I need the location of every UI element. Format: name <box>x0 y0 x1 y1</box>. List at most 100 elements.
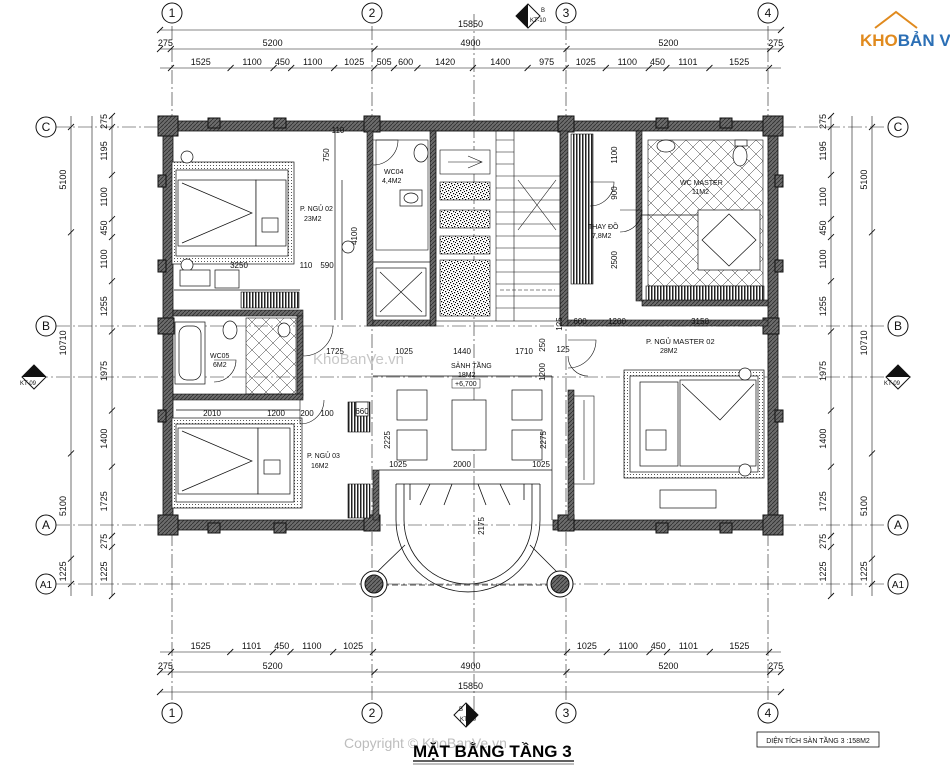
grid-label-c-left: C <box>42 120 51 134</box>
dimension-tick <box>156 26 164 34</box>
room-name-lobby: SẢNH TẦNG <box>451 360 492 370</box>
dimension-tick <box>287 64 295 72</box>
dim-left-inner: 1725 <box>99 491 109 511</box>
dim-right-inner: 1100 <box>818 187 828 206</box>
dim-top-row3: 1525 <box>191 57 211 67</box>
dimension-tick <box>329 648 337 656</box>
dimension-tick <box>766 668 774 676</box>
dim-bottom-row2: 275 <box>158 661 173 671</box>
dim-left-inner: 1225 <box>99 561 109 581</box>
interior-dimension-label: 200 <box>300 409 314 418</box>
room-name-thaydo: THAY ĐỒ <box>588 221 619 231</box>
dimension-tick <box>563 45 570 53</box>
dimension-tick <box>371 45 378 53</box>
room-name-wc05: WC05 <box>210 353 230 360</box>
dimension-tick <box>414 64 421 72</box>
dimension-tick <box>868 555 876 563</box>
dimension-tick <box>108 328 116 335</box>
logo-text-kho: KHO <box>860 31 898 50</box>
dimension-tick <box>108 463 116 471</box>
dimension-tick <box>330 64 338 72</box>
dimension-tick <box>603 648 611 656</box>
room-area-lobby: 18M2 <box>458 372 476 379</box>
section-mark-letter-right: A <box>895 370 899 376</box>
interior-dimension-label: 3250 <box>230 261 248 270</box>
interior-dimension-label: 1710 <box>515 347 533 356</box>
dimension-tick <box>646 648 653 656</box>
interior-dimension-label: 1725 <box>326 347 344 356</box>
interior-dimension-label: 3150 <box>691 317 709 326</box>
dimension-tick <box>765 648 773 656</box>
dim-bottom-row2: 5200 <box>263 661 283 671</box>
grid-label-a-right: A <box>894 518 902 532</box>
interior-dimension-label: 125 <box>555 317 564 331</box>
dimension-tick <box>108 407 116 414</box>
grid-bubbles-right: C B A A1 <box>887 116 909 595</box>
dim-bottom-row1: 1525 <box>191 641 211 651</box>
dim-top-row2: 5200 <box>263 38 283 48</box>
interior-dimension-label: 110 <box>332 126 345 135</box>
interior-dimension-label: 1200 <box>608 317 626 326</box>
dimension-tick <box>827 328 835 335</box>
porch-columns <box>360 570 574 598</box>
level-mark-lobby: +6,700 <box>455 381 477 388</box>
dim-top-row3: 450 <box>650 57 665 67</box>
interior-dimension-label: 1025 <box>532 460 550 469</box>
interior-dimension-label: 100 <box>320 409 334 418</box>
dim-left-outer: 10710 <box>58 330 68 355</box>
dimension-tick <box>827 171 835 179</box>
dim-bottom-row2: 4900 <box>460 661 480 671</box>
room-name-wc04: WC04 <box>384 169 404 176</box>
dim-bottom-row1: 450 <box>274 641 289 651</box>
dim-top-total: 15850 <box>458 19 483 29</box>
dimension-tick <box>827 112 835 120</box>
interior-dimension-label: 1100 <box>610 146 619 164</box>
dim-top-row3: 450 <box>275 57 290 67</box>
dimension-tick <box>868 123 876 131</box>
interior-dimension-label: 1200 <box>267 409 285 418</box>
dim-bottom-row1: 1025 <box>577 641 597 651</box>
grid-label-1-bottom: 1 <box>169 706 176 720</box>
dim-right-inner: 450 <box>818 221 828 236</box>
dimension-tick <box>156 688 164 696</box>
staircase <box>435 130 561 322</box>
grid-label-b-left: B <box>42 319 50 333</box>
dim-right-outer: 1225 <box>859 561 869 581</box>
dimension-tick <box>226 648 234 656</box>
dimension-tick <box>563 648 571 656</box>
dim-bottom-row1: 1100 <box>302 641 321 651</box>
dim-top-row3: 1420 <box>435 57 455 67</box>
dimension-tick <box>167 668 175 676</box>
dimension-tick <box>663 64 670 72</box>
grid-label-3-top: 3 <box>563 6 570 20</box>
section-mark-ref-left: KT-09 <box>20 381 37 387</box>
dimension-tick <box>765 64 773 72</box>
dim-top-row2: 5200 <box>658 38 678 48</box>
dimension-tick <box>868 450 876 457</box>
dim-left-inner: 275 <box>99 114 109 129</box>
dimension-tick <box>868 580 876 588</box>
corner-columns <box>157 115 784 536</box>
dimension-tick <box>108 592 116 600</box>
logo-text-banve: BẢN VẼ <box>898 30 950 50</box>
dimension-ticks <box>67 26 876 696</box>
grid-label-a1-left: A1 <box>40 580 53 591</box>
dim-top-row3: 1101 <box>678 57 697 67</box>
svg-text:KHOBẢN VẼ: KHOBẢN VẼ <box>860 30 950 50</box>
dim-right-inner: 1100 <box>818 249 828 268</box>
dim-left-inner: 1195 <box>99 141 109 160</box>
dimension-tick <box>156 668 164 676</box>
dimension-tick <box>227 64 234 72</box>
dim-bottom-row1: 1101 <box>679 641 698 651</box>
grid-bubbles-left: C B A A1 <box>35 116 57 595</box>
interior-dimension-label: 2010 <box>203 409 221 418</box>
dimension-tick <box>67 228 75 236</box>
dimension-tick <box>108 171 116 179</box>
dim-left-inner: 450 <box>99 221 109 236</box>
dimension-tick <box>562 64 570 72</box>
dimension-tick <box>469 64 477 72</box>
dimension-tick <box>706 648 714 656</box>
dimension-tick <box>563 668 570 676</box>
lobby-furniture <box>179 269 543 461</box>
bed-room-02 <box>171 150 295 289</box>
